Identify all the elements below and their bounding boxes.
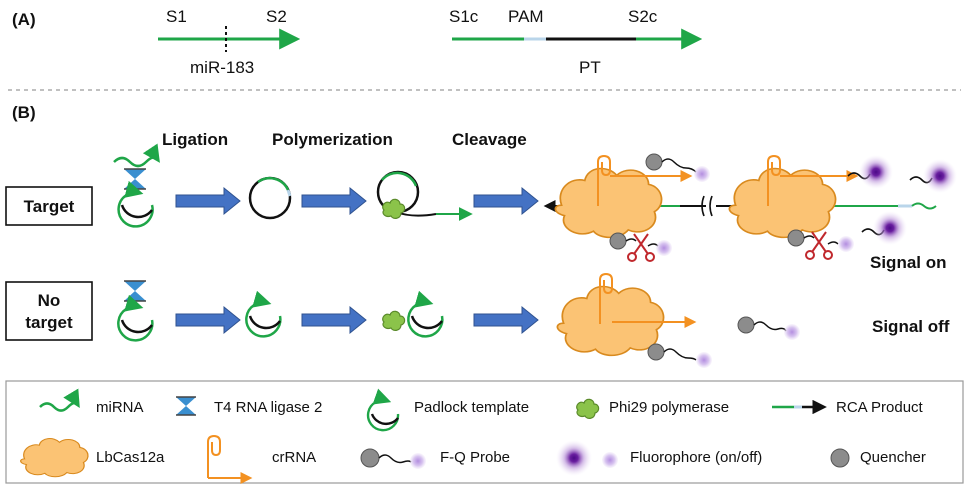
fluorophore-on-2 — [909, 159, 957, 193]
legend-padlock-icon — [366, 388, 400, 432]
scissors-icon-2 — [805, 231, 833, 260]
no-target-label-line1: No — [38, 291, 61, 310]
arrow-cleavage — [473, 186, 539, 216]
fluorophore-on-1 — [847, 155, 893, 189]
pt-label: PT — [579, 58, 601, 77]
no-target-box — [5, 281, 93, 341]
legend-mirna: miRNA — [39, 388, 144, 416]
legend-padlock-label: Padlock template — [414, 399, 529, 416]
legend-ligase: T4 RNA ligase 2 — [176, 396, 322, 416]
pam-label: PAM — [508, 7, 544, 26]
target-row: Signal on — [113, 143, 957, 272]
legend-crrna: crRNA — [207, 434, 316, 484]
legend-fluor-on-icon — [556, 440, 592, 476]
crrna-1 — [597, 154, 611, 206]
arrow-no-target-3 — [473, 305, 539, 335]
legend-quencher-label: Quencher — [860, 449, 926, 466]
legend-phi29-icon — [576, 398, 600, 419]
legend-fluor-off-icon — [602, 452, 618, 468]
legend-cas-label: LbCas12a — [96, 449, 165, 466]
padlock-template-icon — [117, 180, 154, 228]
mirna-icon — [113, 143, 160, 168]
legend-phi29-label: Phi29 polymerase — [609, 399, 729, 416]
legend-ligase-icon — [176, 396, 196, 416]
ligase-icon-no-target — [124, 280, 146, 302]
break-mark — [701, 195, 713, 217]
legend-rca-label: RCA Product — [836, 399, 924, 416]
arrow-no-target-1 — [175, 305, 241, 335]
mirna-tail — [911, 202, 937, 210]
step-cleavage: Cleavage — [452, 130, 527, 149]
s2-label: S2 — [266, 7, 287, 26]
no-target-row: Signal off — [117, 272, 950, 368]
crrna-idle — [599, 272, 613, 324]
arrow-no-target-2 — [301, 305, 367, 335]
legend-crrna-label: crRNA — [272, 449, 316, 466]
legend-rca: RCA Product — [772, 399, 924, 416]
panel-a-label: (A) — [12, 10, 36, 29]
fq-probe-idle-1 — [647, 343, 712, 368]
arrow-polymerization — [301, 186, 367, 216]
panel-a: (A) S1 S2 miR-183 S1c PAM S2c PT — [12, 7, 703, 77]
legend-cas: LbCas12a — [19, 437, 165, 478]
no-target-label-line2: target — [25, 313, 73, 332]
phi29-icon-idle — [382, 310, 406, 331]
signal-on-label: Signal on — [870, 253, 947, 272]
fq-probe-cleaved-1 — [609, 232, 672, 256]
legend-crrna-icon — [207, 434, 221, 478]
legend-mirna-icon — [39, 388, 80, 412]
padlock-unligated-2 — [407, 290, 444, 338]
s1c-label: S1c — [449, 7, 479, 26]
padlock-unligated-1 — [245, 290, 282, 338]
step-polymerization: Polymerization — [272, 130, 393, 149]
fq-probe-intact-1 — [645, 153, 710, 182]
mirna-name-label: miR-183 — [190, 58, 254, 77]
crrna-2 — [767, 154, 781, 206]
target-label: Target — [24, 197, 75, 216]
signal-off-label: Signal off — [872, 317, 950, 336]
ligated-circle-icon — [248, 176, 292, 220]
legend-fluor-label: Fluorophore (on/off) — [630, 449, 762, 466]
legend-ligase-label: T4 RNA ligase 2 — [214, 399, 322, 416]
scissors-icon — [627, 233, 655, 262]
padlock-template-no-target — [117, 294, 154, 342]
cas12a-complex-2 — [728, 167, 837, 239]
panel-b-label: (B) — [12, 103, 36, 122]
legend-probe: F-Q Probe — [360, 448, 510, 469]
legend-quencher-icon — [830, 448, 850, 468]
legend-quencher: Quencher — [830, 448, 926, 468]
s1-label: S1 — [166, 7, 187, 26]
fq-probe-cleaved-2 — [787, 229, 854, 252]
legend-phi29: Phi29 polymerase — [576, 398, 729, 419]
legend-probe-label: F-Q Probe — [440, 449, 510, 466]
arrow-ligation — [175, 186, 241, 216]
legend-box — [5, 380, 964, 484]
fluorophore-on-3 — [861, 211, 907, 245]
s2c-label: S2c — [628, 7, 658, 26]
target-box — [5, 186, 93, 226]
step-ligation: Ligation — [162, 130, 228, 149]
cas12a-idle — [556, 285, 665, 357]
legend-padlock: Padlock template — [366, 388, 529, 432]
legend-probe-icon — [360, 448, 426, 469]
fq-probe-idle-2 — [737, 316, 800, 340]
ligase-icon — [124, 168, 146, 190]
cas12a-complex-1 — [554, 167, 663, 239]
legend-mirna-label: miRNA — [96, 399, 144, 416]
rca-circle-icon — [376, 170, 473, 221]
legend-fluor: Fluorophore (on/off) — [556, 440, 762, 476]
